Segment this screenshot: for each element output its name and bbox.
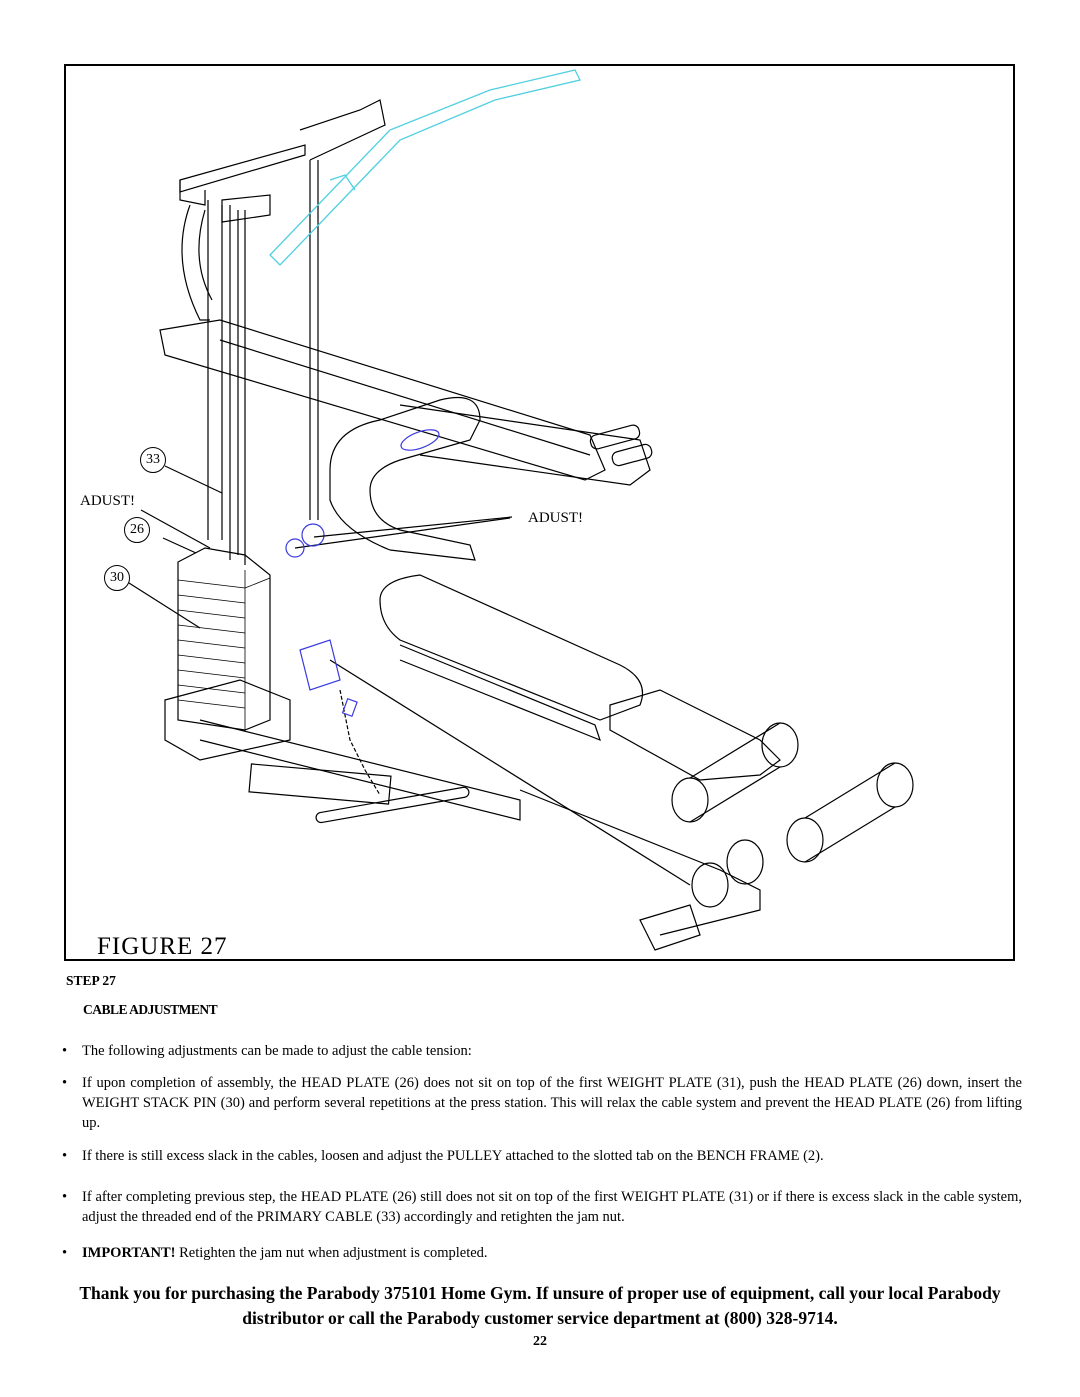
section-title: CABLE ADJUSTMENT (83, 1002, 218, 1017)
callout-adust-left: ADUST! (80, 493, 135, 509)
important-label: IMPORTANT! (82, 1245, 176, 1261)
important-text: Retighten the jam nut when adjustment is… (179, 1245, 488, 1261)
callout-30: 30 (104, 565, 130, 591)
pulley-right (301, 523, 325, 547)
bullet-dot: • (62, 1148, 68, 1164)
page-number: 22 (533, 1334, 547, 1349)
bullet-text: The following adjustments can be made to… (82, 1043, 472, 1059)
figure-frame (64, 64, 1015, 961)
bullet-important: • IMPORTANT! Retighten the jam nut when … (62, 1243, 1022, 1263)
bullet-text: If after completing previous step, the H… (82, 1189, 1022, 1225)
bullet-dot: • (62, 1245, 68, 1261)
seat (379, 574, 644, 721)
bullet-item: • If there is still excess slack in the … (62, 1146, 1022, 1166)
pulley-left (285, 538, 305, 558)
step-label: STEP 27 (66, 973, 116, 988)
bullet-dot: • (62, 1189, 68, 1205)
weight-stack (177, 547, 271, 731)
main-frame (159, 319, 606, 481)
bullet-dot: • (62, 1043, 68, 1059)
press-arm (329, 396, 481, 561)
bullet-item: • If upon completion of assembly, the HE… (62, 1073, 1022, 1133)
bullet-text: If upon completion of assembly, the HEAD… (82, 1075, 1022, 1131)
roller-1 (671, 777, 709, 823)
figure-caption: FIGURE 27 (97, 933, 228, 960)
bullet-dot: • (62, 1075, 68, 1091)
bullet-text: If there is still excess slack in the ca… (82, 1148, 824, 1164)
lat-bar (269, 69, 581, 266)
home-gym-illustration (128, 69, 914, 951)
bullet-item: • If after completing previous step, the… (62, 1187, 1022, 1227)
callout-33: 33 (140, 447, 166, 473)
callout-26: 26 (124, 517, 150, 543)
closing-message: Thank you for purchasing the Parabody 37… (79, 1283, 1001, 1328)
top-beam (179, 144, 306, 193)
callout-adust-right: ADUST! (528, 510, 583, 526)
bullet-item: • The following adjustments can be made … (62, 1041, 1022, 1061)
